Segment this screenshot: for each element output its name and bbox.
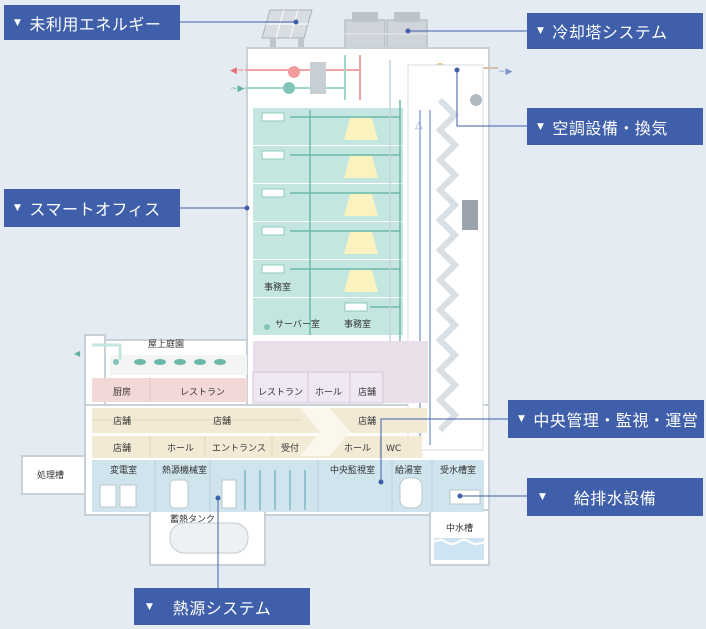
room-label-restaurant-a: レストラン — [180, 387, 225, 398]
room-label-hot-water-room: 給湯室 — [395, 464, 422, 476]
triangle-down-icon: ▼ — [146, 601, 154, 612]
room-label-reception: 受付 — [281, 442, 299, 454]
room-label-office-a: 事務室 — [264, 281, 291, 293]
room-label-hall-b: ホール — [167, 443, 194, 454]
svg-text:◀: ◀ — [74, 349, 81, 358]
callout-hvac[interactable]: ▼ 空調設備・換気 — [527, 108, 703, 145]
callout-unused-energy-text: 未利用エネルギー — [29, 14, 162, 34]
room-label-shop-d: 店舗 — [358, 415, 376, 427]
room-label-shop-a: 店舗 — [358, 386, 376, 398]
room-label-roof-garden: 屋上庭園 — [148, 338, 184, 350]
room-label-office-b: 事務室 — [344, 318, 371, 330]
room-label-restaurant-b: レストラン — [258, 387, 303, 398]
room-label-wc: WC — [386, 444, 401, 454]
triangle-down-icon: ▼ — [537, 121, 545, 132]
callout-hvac-text: 空調設備・換気 — [552, 118, 668, 138]
callout-smart-office[interactable]: ▼ スマートオフィス — [4, 189, 180, 227]
callout-water-supply[interactable]: ▼ 給排水設備 — [527, 478, 703, 516]
callout-water-supply-text: 給排水設備 — [573, 489, 657, 508]
room-label-entrance: エントランス — [212, 443, 266, 454]
ceiling-light-icon — [344, 118, 378, 292]
callout-smart-office-text: スマートオフィス — [29, 200, 161, 219]
room-label-water-tank-room: 受水槽室 — [440, 464, 476, 476]
water-drop-icon — [113, 324, 270, 365]
triangle-down-icon: ▼ — [537, 26, 545, 36]
room-label-substation: 変電室 — [110, 464, 137, 476]
room-label-server: サーバー室 — [275, 318, 320, 330]
cooling-tower-icon — [344, 12, 428, 49]
room-label-shop-b: 店舗 — [113, 415, 131, 427]
triangle-down-icon: ▼ — [518, 414, 526, 424]
svg-text:~▶: ~▶ — [498, 67, 513, 77]
callout-cooling-tower[interactable]: ▼ 冷却塔システム — [527, 13, 703, 49]
triangle-down-icon: ▼ — [14, 203, 22, 213]
solar-panel-icon — [261, 9, 313, 48]
room-label-shop-e: 店舗 — [113, 442, 131, 454]
triangle-down-icon: ▼ — [539, 492, 547, 502]
room-label-hall-a: ホール — [315, 387, 342, 398]
svg-text:△: △ — [415, 120, 423, 131]
svg-text:~▶: ~▶ — [230, 84, 245, 94]
room-label-hall-c: ホール — [344, 443, 371, 454]
callout-unused-energy[interactable]: ▼ 未利用エネルギー — [4, 5, 180, 40]
callout-heat-source-text: 熱源システム — [172, 598, 272, 618]
callout-heat-source[interactable]: ▼ 熱源システム — [134, 588, 310, 625]
room-label-kitchen: 厨房 — [113, 386, 131, 398]
room-label-storage-tank: 蓄熱タンク — [170, 513, 215, 525]
callout-cooling-tower-text: 冷却塔システム — [552, 23, 668, 42]
room-label-central-monitor: 中央監視室 — [330, 464, 375, 476]
callout-central-mgmt-text: 中央管理・監視・運営 — [533, 411, 699, 430]
room-label-shop-c: 店舗 — [213, 415, 231, 427]
callout-central-mgmt[interactable]: ▼ 中央管理・監視・運営 — [508, 400, 704, 438]
svg-text:◀~: ◀~ — [230, 66, 244, 76]
room-label-heat-machine-room: 熱源機械室 — [162, 464, 207, 476]
triangle-down-icon: ▼ — [14, 17, 22, 28]
room-label-middle-water-tank: 中水槽 — [446, 522, 473, 534]
room-label-treatment-tank: 処理槽 — [37, 469, 64, 481]
